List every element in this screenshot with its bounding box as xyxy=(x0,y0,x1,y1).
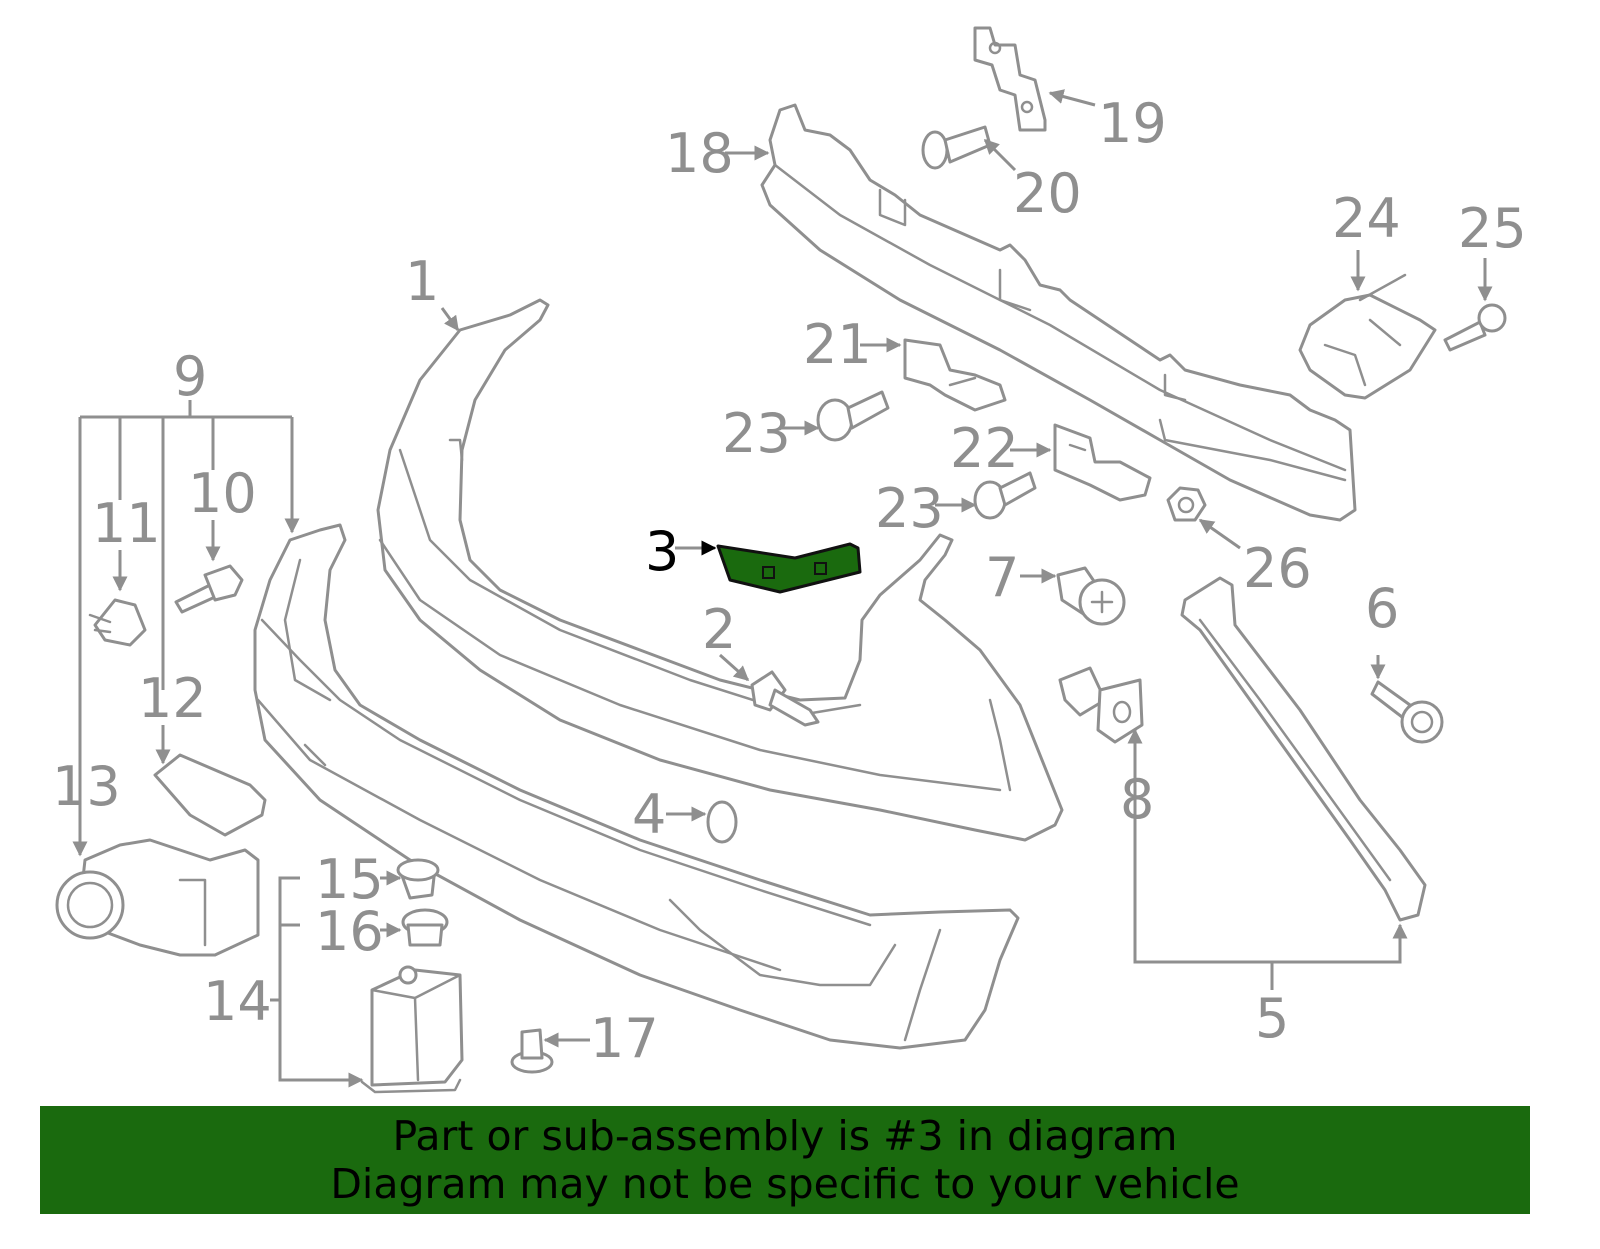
part-8-push-clip xyxy=(1058,666,1144,744)
part-17-pin xyxy=(510,1028,554,1074)
leader-lines xyxy=(72,89,1493,1088)
part-12-sensor-cover xyxy=(153,753,267,837)
part-25-bolt xyxy=(1443,303,1507,352)
label-14: 14 xyxy=(203,970,272,1033)
part-11-clip xyxy=(88,598,147,647)
label-12: 12 xyxy=(138,667,207,730)
label-18: 18 xyxy=(665,122,734,185)
part-19-bracket xyxy=(973,26,1047,132)
label-22: 22 xyxy=(950,417,1019,480)
label-20: 20 xyxy=(1013,162,1082,225)
part-23-bolt-lower xyxy=(973,471,1037,520)
label-23-lower: 23 xyxy=(875,477,944,540)
label-21: 21 xyxy=(803,313,872,376)
part-7-clip xyxy=(1056,566,1126,626)
label-3: 3 xyxy=(645,520,679,583)
part-20-bolt xyxy=(921,125,992,170)
part-4-grommet xyxy=(706,800,738,844)
part-1-bumper-cover xyxy=(376,298,1064,842)
part-22-bracket xyxy=(1053,423,1152,502)
label-25: 25 xyxy=(1458,197,1527,260)
label-6: 6 xyxy=(1365,577,1399,640)
label-8: 8 xyxy=(1120,768,1154,831)
part-23-bolt-upper xyxy=(816,390,890,442)
part-5-side-bracket xyxy=(1180,576,1427,922)
part-2-bolt xyxy=(750,670,820,727)
label-9: 9 xyxy=(173,345,207,408)
label-4: 4 xyxy=(632,783,666,846)
part-14-bracket xyxy=(360,965,464,1094)
part-15-grommet xyxy=(396,858,440,900)
banner-line-1: Part or sub-assembly is #3 in diagram xyxy=(392,1112,1178,1160)
label-17: 17 xyxy=(590,1007,659,1070)
label-26: 26 xyxy=(1243,537,1312,600)
part-3-bracket-highlighted xyxy=(716,542,862,594)
part-labels: 1 2 3 4 5 6 7 8 9 10 11 12 13 14 15 16 1… xyxy=(52,92,1527,1070)
part-6-bolt xyxy=(1370,680,1444,744)
label-15: 15 xyxy=(315,848,384,911)
lower-valance xyxy=(253,523,1020,1050)
label-13: 13 xyxy=(52,755,121,818)
label-11: 11 xyxy=(92,492,161,555)
part-21-bracket xyxy=(903,338,1007,412)
part-18-reinforcement-beam xyxy=(760,103,1357,522)
label-1: 1 xyxy=(405,250,439,313)
label-16: 16 xyxy=(315,900,384,963)
info-banner: Part or sub-assembly is #3 in diagram Di… xyxy=(40,1106,1530,1214)
part-16-grommet xyxy=(401,908,449,947)
label-5: 5 xyxy=(1255,987,1289,1050)
label-7: 7 xyxy=(985,546,1019,609)
part-13-parking-sensor xyxy=(55,838,260,957)
label-2: 2 xyxy=(702,598,736,661)
part-26-nut xyxy=(1166,486,1207,522)
label-23-upper: 23 xyxy=(722,402,791,465)
banner-line-2: Diagram may not be specific to your vehi… xyxy=(330,1160,1240,1208)
label-24: 24 xyxy=(1332,187,1401,250)
part-10-screw xyxy=(174,564,244,614)
part-24-sensor-bracket xyxy=(1298,273,1437,400)
label-10: 10 xyxy=(188,462,257,525)
label-19: 19 xyxy=(1098,92,1167,155)
